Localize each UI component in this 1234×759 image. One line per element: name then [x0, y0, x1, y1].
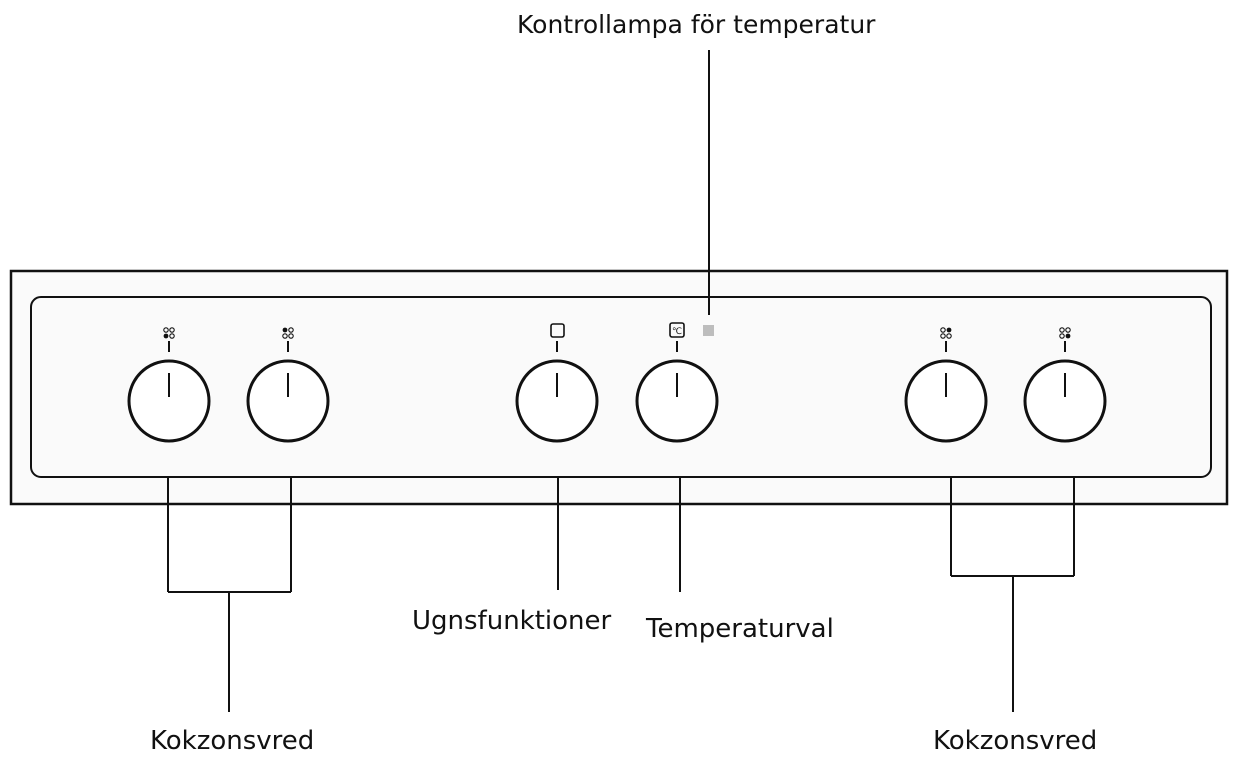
- hob-knob-4[interactable]: [1023, 327, 1107, 443]
- panel-outer-frame: [9, 269, 1229, 506]
- hob-zone-rear-right-icon: [1059, 327, 1071, 339]
- hob-zone-front-right-icon: [940, 327, 952, 339]
- hob-zone-front-left-icon: [282, 327, 294, 339]
- hob-zone-rear-left-icon: [163, 327, 175, 339]
- hob-knobs-left-label: Kokzonsvred: [150, 726, 315, 756]
- hob-knobs-right-label: Kokzonsvred: [933, 726, 1098, 756]
- hob-knob-2[interactable]: [246, 327, 330, 443]
- oven-function-knob[interactable]: [515, 323, 599, 443]
- oven-functions-label: Ugnsfunktioner: [412, 606, 612, 636]
- temperature-indicator-lamp: [703, 325, 714, 336]
- oven-function-square-icon: [550, 323, 565, 338]
- hob-knob-1[interactable]: [127, 327, 211, 443]
- temperature-selection-label: Temperaturval: [646, 614, 834, 644]
- svg-text:℃: ℃: [672, 327, 682, 337]
- left-hob-bracket: [167, 478, 292, 712]
- temperature-knob[interactable]: ℃: [635, 322, 719, 443]
- panel-inner-frame: [30, 296, 1212, 478]
- thermostat-celsius-icon: ℃: [669, 322, 685, 338]
- indicator-lamp-label: Kontrollampa för temperatur: [517, 10, 876, 39]
- hob-knob-3[interactable]: [904, 327, 988, 443]
- right-hob-bracket: [950, 478, 1075, 712]
